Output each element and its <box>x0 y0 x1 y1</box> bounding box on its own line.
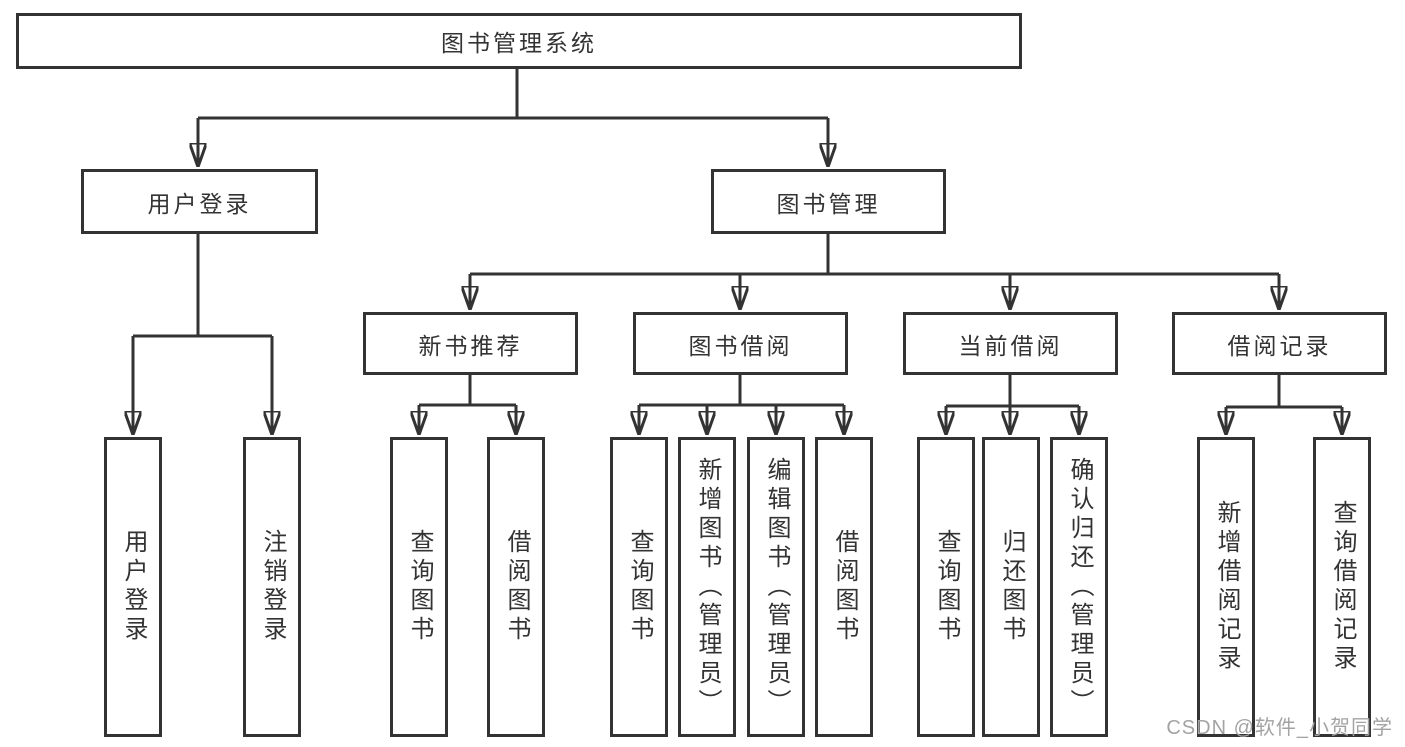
leaf-return-books: 归还图书 <box>982 437 1040 737</box>
leaf-edit-books-admin: 编辑图书（管理员） <box>747 437 805 737</box>
node-new-book-recommend: 新书推荐 <box>363 312 578 375</box>
leaf-label: 编辑图书（管理员） <box>763 456 790 718</box>
leaf-label: 借阅图书 <box>503 529 530 645</box>
leaf-query-borrow-record: 查询借阅记录 <box>1313 437 1371 737</box>
leaf-label: 查询图书 <box>933 529 960 645</box>
leaf-query-books-borrow: 查询图书 <box>610 437 668 737</box>
leaf-label: 确认归还（管理员） <box>1066 456 1093 718</box>
leaf-label: 借阅图书 <box>831 529 858 645</box>
leaf-label: 查询图书 <box>406 529 433 645</box>
leaf-logout: 注销登录 <box>243 437 301 737</box>
leaf-add-borrow-record: 新增借阅记录 <box>1197 437 1255 737</box>
leaf-query-books-recommend: 查询图书 <box>390 437 448 737</box>
node-root-library-system: 图书管理系统 <box>16 13 1022 69</box>
leaf-label: 新增图书（管理员） <box>694 456 721 718</box>
leaf-user-login: 用户登录 <box>104 437 162 737</box>
leaf-label: 新增借阅记录 <box>1213 500 1240 674</box>
leaf-label: 查询借阅记录 <box>1329 500 1356 674</box>
leaf-confirm-return-admin: 确认归还（管理员） <box>1050 437 1108 737</box>
leaf-label: 查询图书 <box>626 529 653 645</box>
leaf-label: 注销登录 <box>259 529 286 645</box>
node-current-borrow: 当前借阅 <box>903 312 1118 375</box>
leaf-label: 用户登录 <box>120 529 147 645</box>
leaf-label: 归还图书 <box>998 529 1025 645</box>
node-borrow-records: 借阅记录 <box>1172 312 1387 375</box>
leaf-borrow-books-recommend: 借阅图书 <box>487 437 545 737</box>
node-book-management: 图书管理 <box>711 169 946 234</box>
leaf-query-books-current: 查询图书 <box>917 437 975 737</box>
csdn-watermark: CSDN @软件_小贺同学 <box>1166 717 1393 739</box>
leaf-add-books-admin: 新增图书（管理员） <box>678 437 736 737</box>
leaf-borrow-books: 借阅图书 <box>815 437 873 737</box>
node-book-borrow: 图书借阅 <box>633 312 848 375</box>
node-user-login: 用户登录 <box>81 169 318 234</box>
